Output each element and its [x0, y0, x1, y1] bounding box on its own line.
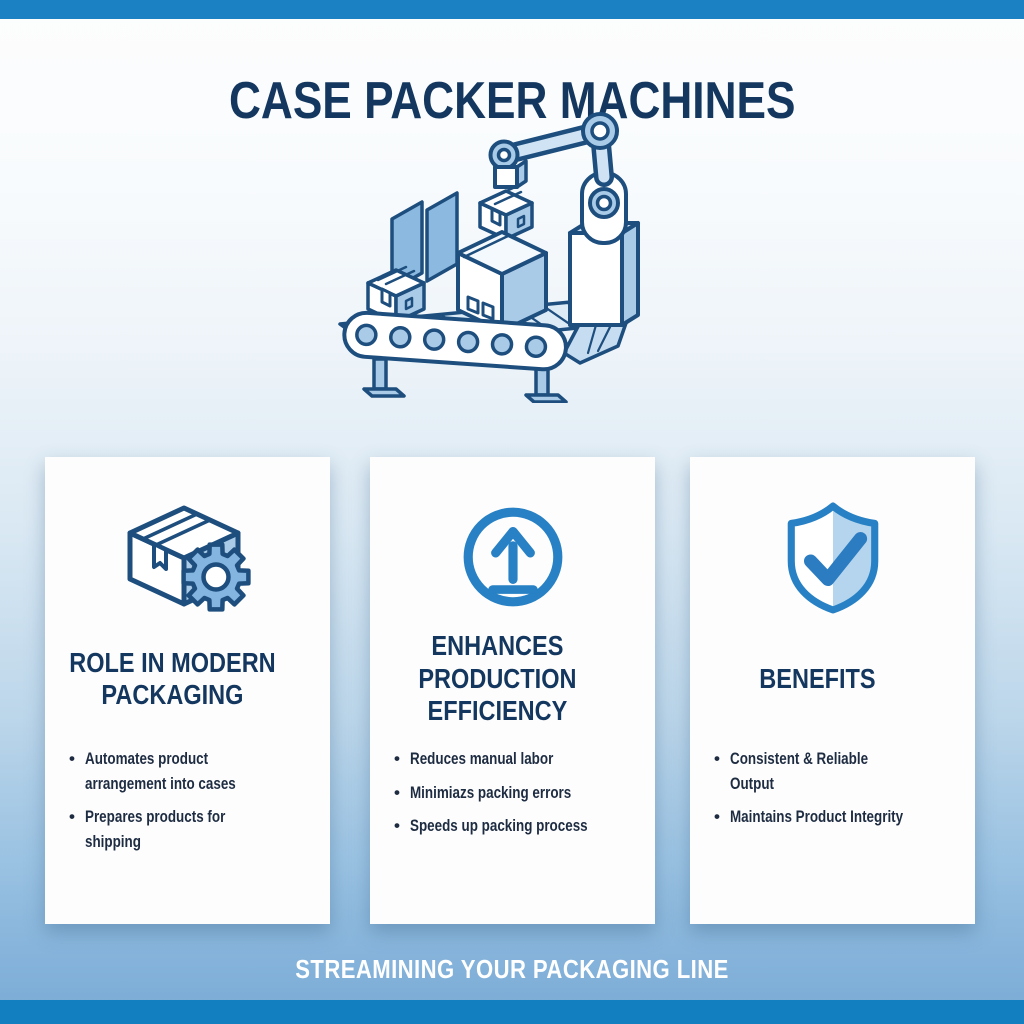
upload-arrow-icon [463, 507, 562, 607]
list-item: •Minimiazs packing errors [394, 782, 572, 802]
card-enhances-production-efficiency: ENHANCES PRODUCTION EFFICIENCY •Reduces … [370, 457, 655, 924]
panel-icon [425, 191, 459, 283]
card-benefits: BENEFITS •Consistent & Reliable Output •… [690, 457, 975, 924]
bullet-list: •Automates product arrangement into case… [63, 747, 312, 855]
bullet-list: •Reduces manual labor •Minimiazs packing… [388, 747, 637, 839]
card-title: BENEFITS [759, 662, 876, 694]
list-item: •Speeds up packing process [394, 816, 588, 836]
card-role-in-modern-packaging: ROLE IN MODERN PACKAGING •Automates prod… [45, 457, 330, 924]
list-item: •Consistent & Reliable Output [714, 749, 869, 793]
card-title: ROLE IN MODERN PACKAGING [69, 646, 276, 710]
panel-icon [390, 200, 424, 292]
top-accent-bar [0, 0, 1024, 19]
list-item: •Reduces manual labor [394, 749, 554, 768]
list-item: •Automates product arrangement into case… [69, 749, 236, 793]
list-item: •Prepares products for shipping [69, 807, 226, 851]
box-gear-icon [127, 505, 251, 612]
shield-check-icon [787, 502, 878, 614]
bullet-list: •Consistent & Reliable Output •Maintains… [708, 747, 957, 830]
card-title: ENHANCES PRODUCTION EFFICIENCY [418, 630, 577, 727]
bottom-accent-bar [0, 1000, 1024, 1024]
list-item: •Maintains Product Integrity [714, 807, 904, 827]
case-packer-machine-illustration [338, 112, 640, 403]
footer-tagline: STREAMINING YOUR PACKAGING LINE [295, 954, 729, 984]
page-title: CASE PACKER MACHINES [228, 71, 796, 130]
